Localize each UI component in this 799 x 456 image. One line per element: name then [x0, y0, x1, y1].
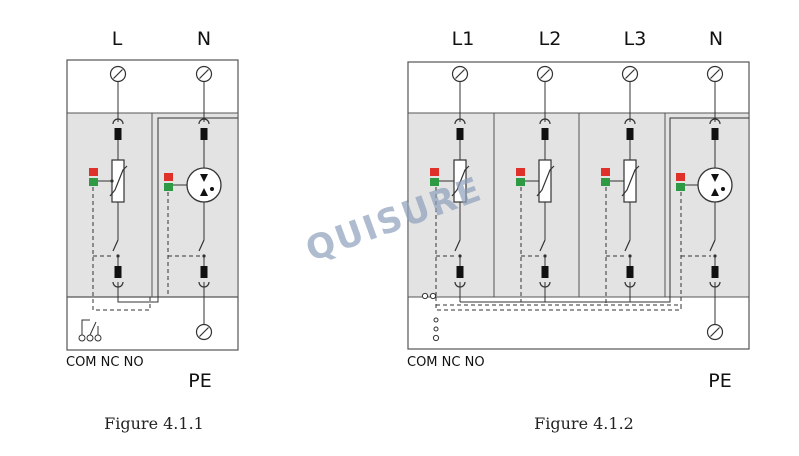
terminal-label-pe: PE [188, 370, 211, 392]
terminal-screw-n [195, 65, 213, 83]
terminal-screw-l2 [536, 65, 554, 83]
terminal-label-n: N [709, 28, 723, 50]
module-n [151, 112, 239, 298]
figure-4-1-1: L N [66, 28, 239, 433]
varistor-l2 [536, 159, 555, 203]
module-l1 [407, 112, 495, 298]
terminal-label-l1: L1 [452, 28, 475, 50]
module-l2 [493, 112, 580, 298]
terminal-screw-l1 [451, 65, 469, 83]
terminal-screw-pe [195, 323, 213, 341]
figure-4-1-2: L1 L2 L3 N [407, 28, 750, 433]
figure-caption: Figure 4.1.2 [534, 414, 634, 433]
figure-caption: Figure 4.1.1 [104, 414, 204, 433]
terminal-screw-l3 [621, 65, 639, 83]
module-n [664, 112, 750, 298]
terminal-label-pe: PE [708, 370, 731, 392]
gas-discharge-tube-n [186, 167, 222, 203]
module-l3 [578, 112, 666, 298]
remote-contact-label: COM NC NO [407, 355, 485, 370]
terminal-screw-n [706, 65, 724, 83]
terminal-screw-pe [706, 323, 724, 341]
remote-contact-icon [78, 319, 102, 342]
terminal-label-l3: L3 [624, 28, 647, 50]
varistor-l3 [621, 159, 640, 203]
terminal-label-l: L [112, 28, 123, 50]
module-l [66, 112, 153, 298]
terminal-screw-l [109, 65, 127, 83]
remote-contact-label: COM NC NO [66, 355, 144, 370]
gas-discharge-tube-n [697, 167, 733, 203]
remote-contact-icon [421, 292, 440, 342]
terminal-label-n: N [197, 28, 211, 50]
terminal-label-l2: L2 [539, 28, 562, 50]
